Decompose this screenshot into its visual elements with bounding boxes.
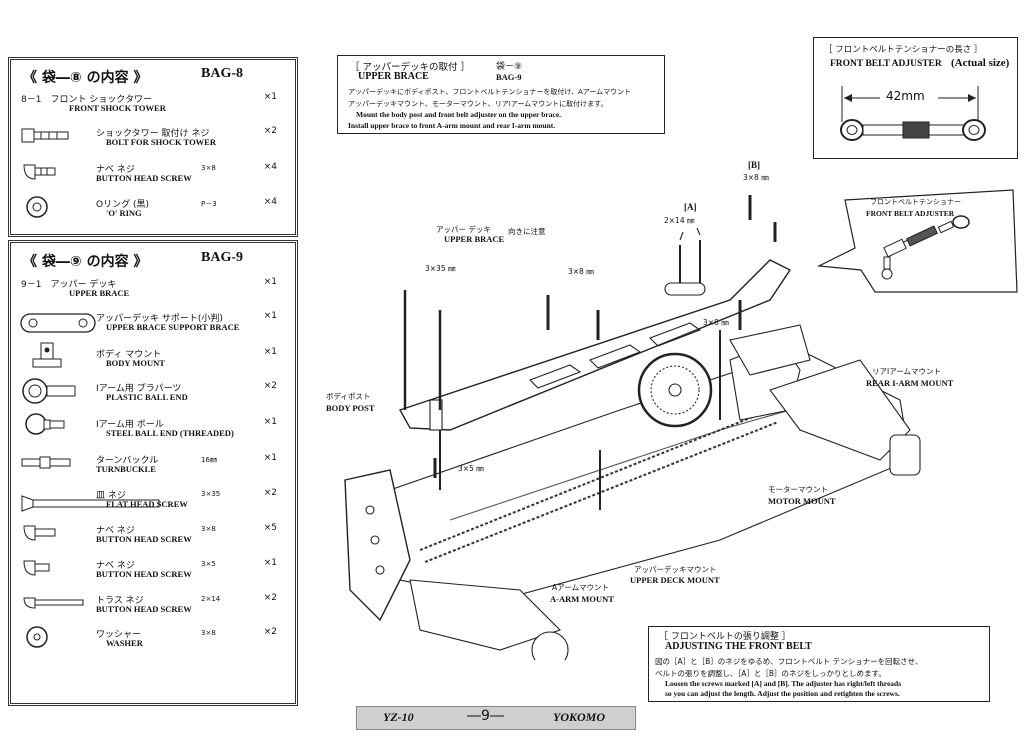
- inset-label-en: FRONT BELT ADJUSTER: [866, 209, 955, 218]
- adjuster-size-diagram: [840, 86, 986, 141]
- front-a-arm: [409, 579, 562, 651]
- callout-b-label: [B]: [748, 160, 760, 170]
- upper-brace-part: [398, 259, 792, 431]
- callout-orientation: 向きに注意: [508, 227, 546, 236]
- list-item: ショックタワー 取付け ネジ BOLT FOR SHOCK TOWER ×2: [11, 126, 295, 156]
- callout-motor-mount-en: MOTOR MOUNT: [768, 496, 836, 506]
- list-item: ナベ ネジ BUTTON HEAD SCREW 3×8 ×4: [11, 162, 295, 192]
- bag9-title: 《 袋―⑨ の内容 》: [23, 254, 148, 270]
- front-shock-tower: [344, 469, 411, 622]
- list-item: アッパーデッキ サポート(小判) UPPER BRACE SUPPORT BRA…: [11, 311, 295, 341]
- button-head-screw-icon: [23, 164, 56, 180]
- callout-a-label: [A]: [684, 202, 697, 212]
- callout-motor-mount-jp: モーターマウント: [768, 485, 828, 494]
- list-item: ボディ マウント BODY MOUNT ×1: [11, 342, 295, 377]
- callout-upper-brace-en: UPPER BRACE: [444, 234, 505, 244]
- support-brace-icon: [20, 313, 96, 333]
- callout-rear-mount-en: REAR I-ARM MOUNT: [866, 378, 954, 388]
- callout-aarm-mount-en: A-ARM MOUNT: [550, 594, 614, 604]
- callout-3x5: 3×5 ㎜: [458, 464, 484, 473]
- footer-bar: YZ-10 ―9― YOKOMO: [356, 706, 636, 730]
- button-head-screw-icon: [23, 525, 56, 541]
- inset-label-jp: フロントベルトテンショナー: [870, 198, 961, 206]
- callout-upper-brace-jp: アッパー デッキ: [436, 225, 491, 234]
- list-item: Oリング (黒) 'O' RING P－3 ×4: [11, 196, 295, 227]
- list-item: 9－1 アッパー デッキ UPPER BRACE ×1: [21, 277, 277, 298]
- button-head-screw-icon: [23, 560, 50, 576]
- steel-ball-end-icon: [25, 413, 65, 435]
- bag9-code: BAG-9: [201, 250, 243, 265]
- callout-3x35: 3×35 ㎜: [425, 264, 456, 273]
- callout-3x8-b: 3×8 ㎜: [703, 318, 729, 327]
- list-item: トラス ネジ BUTTON HEAD SCREW 2×14 ×2: [11, 593, 295, 623]
- callout-body-post-en: BODY POST: [326, 403, 375, 413]
- list-item: ナベ ネジ BUTTON HEAD SCREW 3×8 ×5: [11, 523, 295, 553]
- bag8-code: BAG-8: [201, 66, 243, 81]
- callout-3x8-a: 3×8 ㎜: [568, 267, 594, 276]
- upper-brace-note: ［ アッパーデッキの取付 ］ 袋－⑨ UPPER BRACE BAG-9 アッパ…: [337, 55, 665, 134]
- footer-model: YZ-10: [383, 710, 414, 724]
- chassis-exploded-diagram: [344, 195, 921, 660]
- belt-adjuster-size-box: ［ フロントベルトテンショナーの長さ ］ FRONT BELT ADJUSTER…: [813, 37, 1018, 159]
- bag8-title: 《 袋―⑧ の内容 》: [23, 70, 148, 86]
- washer-icon: [26, 626, 48, 648]
- list-item: 8－1 フロント ショックタワー FRONT SHOCK TOWER ×1: [21, 92, 277, 113]
- bag9-panel: 《 袋―⑨ の内容 》 BAG-9 9－1 アッパー デッキ UPPER BRA…: [8, 240, 298, 706]
- turnbuckle-icon: [21, 456, 71, 469]
- o-ring-icon: [26, 196, 48, 218]
- callout-body-post-jp: ボディポスト: [326, 392, 371, 401]
- footer-brand: YOKOMO: [553, 710, 606, 724]
- callout-deck-mount-jp: アッパーデッキマウント: [634, 565, 717, 574]
- list-item: 皿 ネジ FLAT HEAD SCREW 3×35 ×2: [11, 488, 295, 518]
- spur-gear: [637, 352, 713, 428]
- page-number: ―9―: [467, 708, 504, 724]
- shock-tower-bolt-icon: [21, 128, 69, 143]
- adjuster-dimension: 42mm: [886, 89, 925, 103]
- list-item: Iアーム用 ボール STEEL BALL END (THREADED) ×1: [11, 413, 295, 447]
- callout-deck-mount-en: UPPER DECK MOUNT: [630, 575, 720, 585]
- flat-head-screw-icon: [21, 495, 160, 512]
- plastic-ball-end-icon: [22, 378, 76, 404]
- truss-screw-icon: [23, 597, 84, 609]
- body-mount-icon: [32, 342, 62, 368]
- list-item: ナベ ネジ BUTTON HEAD SCREW 3×5 ×1: [11, 558, 295, 588]
- callout-a-size: 2×14 ㎜: [664, 216, 695, 225]
- list-item: ワッシャー WASHER 3×8 ×2: [11, 626, 295, 657]
- callout-b-size: 3×8 ㎜: [743, 173, 769, 182]
- list-item: ターンバックル TURNBUCKLE 16㎜ ×1: [11, 453, 295, 483]
- callout-rear-mount-jp: リアIアームマウント: [872, 367, 942, 376]
- callout-aarm-mount-jp: Aアームマウント: [552, 583, 609, 592]
- adjuster-inset-callout: [816, 189, 1018, 293]
- drive-belt: [419, 409, 779, 563]
- list-item: Iアーム用 プラパーツ PLASTIC BALL END ×2: [11, 378, 295, 411]
- adjust-belt-box: ［ フロントベルトの張り調整 ］ ADJUSTING THE FRONT BEL…: [648, 626, 990, 702]
- bag8-panel: 《 袋―⑧ の内容 》 BAG-8 8－1 フロント ショックタワー FRONT…: [8, 57, 298, 237]
